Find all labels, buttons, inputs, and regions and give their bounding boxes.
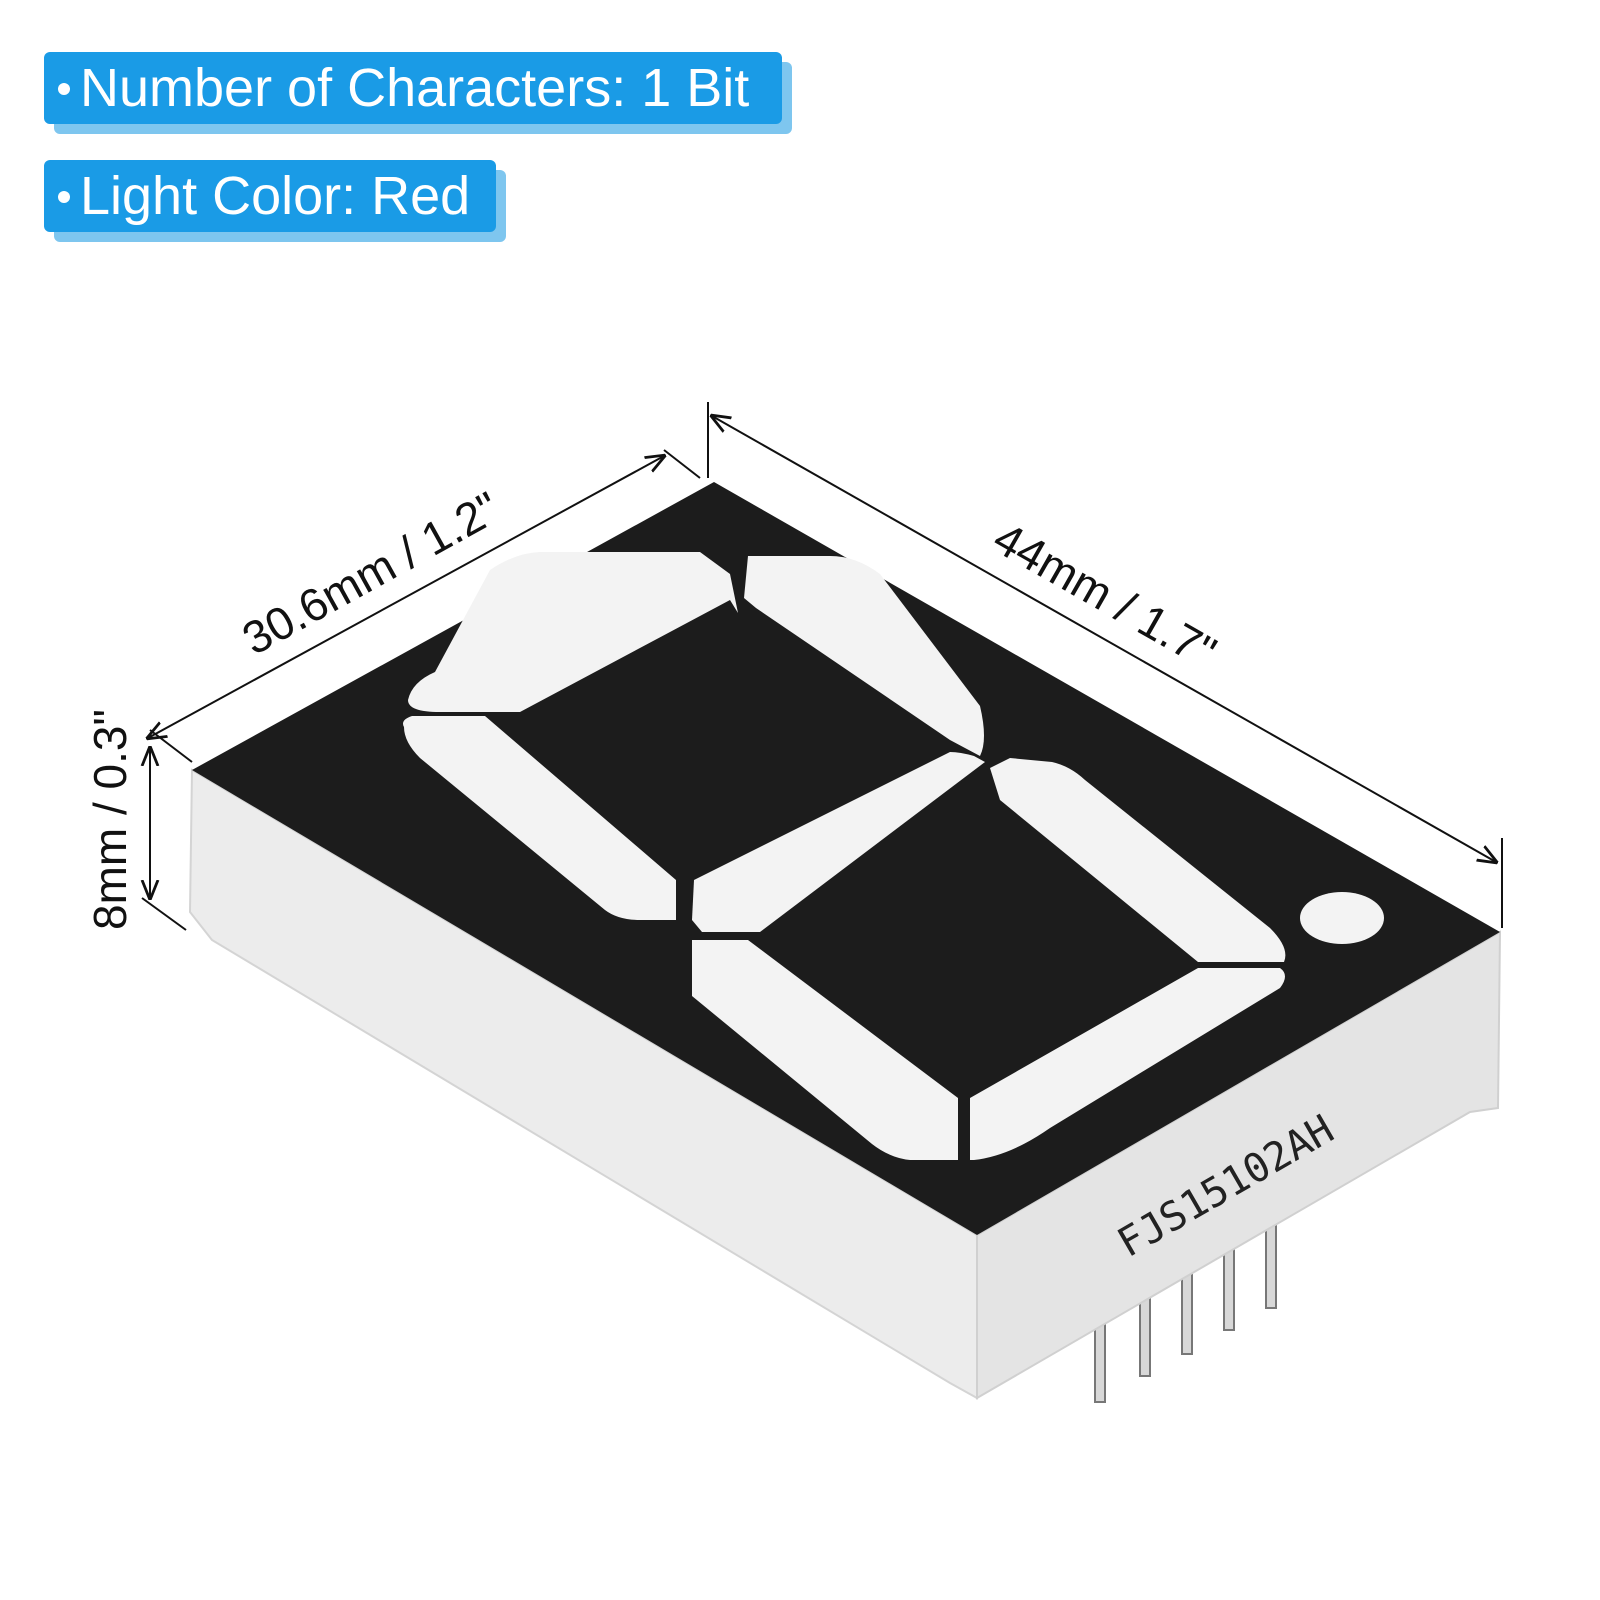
spec-tag-light-color: Light Color: Red xyxy=(44,160,506,242)
bullet-icon xyxy=(58,82,70,95)
spec-tag-characters: Number of Characters: 1 Bit xyxy=(44,52,792,134)
decimal-point xyxy=(1300,892,1384,944)
spec-light-color-text: Light Color: Red xyxy=(80,166,471,226)
bullet-icon xyxy=(58,190,70,203)
segment-f xyxy=(403,716,676,920)
dimension-height-label: 8mm / 0.3" xyxy=(84,709,136,930)
pins xyxy=(1094,1215,1277,1403)
segment-e xyxy=(692,940,958,1160)
tag-face: Number of Characters: 1 Bit xyxy=(44,52,782,124)
dimension-length-label: 44mm / 1.7" xyxy=(985,511,1225,678)
dimension-height: 8mm / 0.3" xyxy=(84,709,187,931)
spec-characters-text: Number of Characters: 1 Bit xyxy=(80,58,750,118)
tag-face: Light Color: Red xyxy=(44,160,496,232)
segment-c xyxy=(970,968,1285,1160)
